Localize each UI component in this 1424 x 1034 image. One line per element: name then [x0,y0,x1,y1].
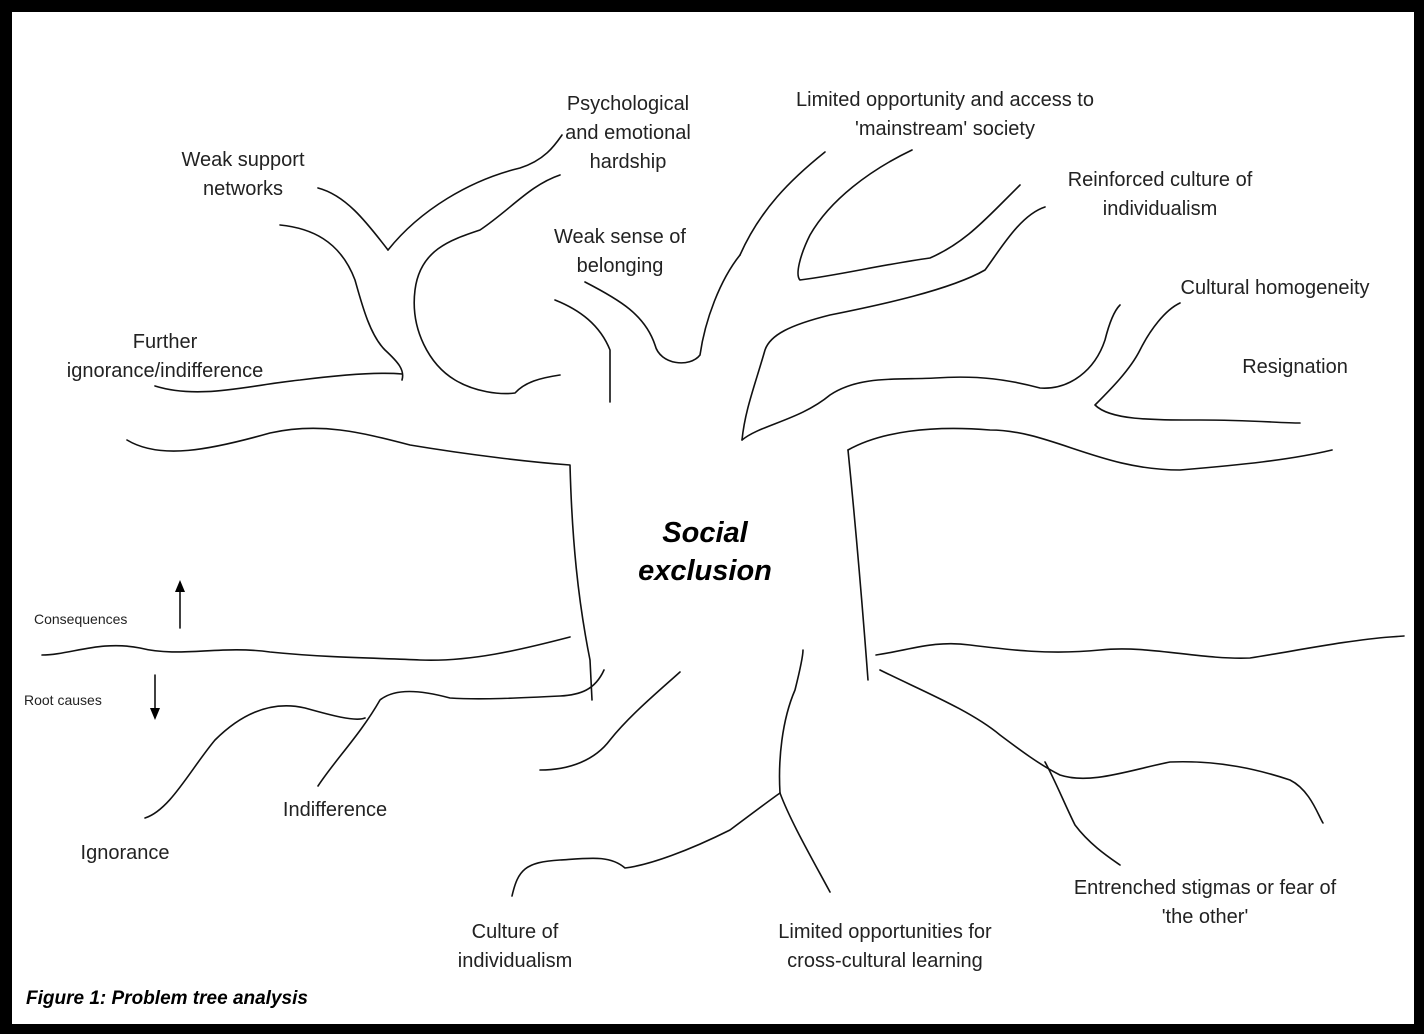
label-entrenched-stigmas: Entrenched stigmas or fear of 'the other… [1073,877,1337,928]
branch-v-right [387,134,563,251]
root-ignorance [144,705,366,819]
label-root-causes: Root causes [24,692,102,708]
figure-frame [12,12,1414,1024]
label-weak-support-networks: Weak support networks [181,149,305,200]
label-further-ignorance: Further ignorance/indifference [66,331,264,382]
branch-belonging-left [554,299,611,403]
root-limited-learning [778,649,804,794]
label-reinforced-culture: Reinforced culture of individualism [1067,169,1253,220]
label-limited-opportunity-access: Limited opportunity and access to 'mains… [796,89,1094,140]
branch-weak-support-outer [154,372,403,393]
central-problem: Social exclusion [638,517,772,587]
root-causes-arrow-head [150,708,160,720]
label-consequences: Consequences [34,611,128,627]
branch-limited-v [797,149,1021,281]
trunk-right-crown [847,427,1333,471]
root-stigmas [879,669,1324,824]
branch-belonging-top [584,254,741,364]
ground-left [41,636,571,662]
label-cultural-homogeneity: Cultural homogeneity [1180,277,1370,299]
root-limited-learning-down [779,792,831,893]
label-ignorance: Ignorance [80,842,170,864]
branch-psych [413,174,561,395]
ground-right [875,635,1405,659]
label-psychological-hardship: Psychological and emotional hardship [565,93,691,173]
consequences-arrow-head [175,580,185,592]
branch-v-left [317,187,389,251]
label-limited-opportunities-learning: Limited opportunities for cross-cultural… [778,921,992,972]
branch-weak-support [279,224,404,381]
trunk-left-edge [126,427,593,701]
trunk-right-edge [847,449,869,681]
root-indifference [317,669,605,787]
label-culture-of-individualism: Culture of individualism [457,921,573,972]
label-weak-sense-belonging: Weak sense of belonging [554,226,686,277]
branch-reinforced [741,206,1046,441]
root-stigmas-branch [1044,761,1121,866]
figure-caption: Figure 1: Problem tree analysis [26,988,308,1009]
root-culture-individualism [511,792,781,897]
branch-homogeneity-inner [1094,302,1301,424]
root-culture-individualism-upper [539,671,681,771]
label-resignation: Resignation [1242,356,1348,378]
label-indifference: Indifference [282,799,388,821]
branch-limited [739,151,826,256]
branch-homogeneity-outer [741,304,1121,441]
